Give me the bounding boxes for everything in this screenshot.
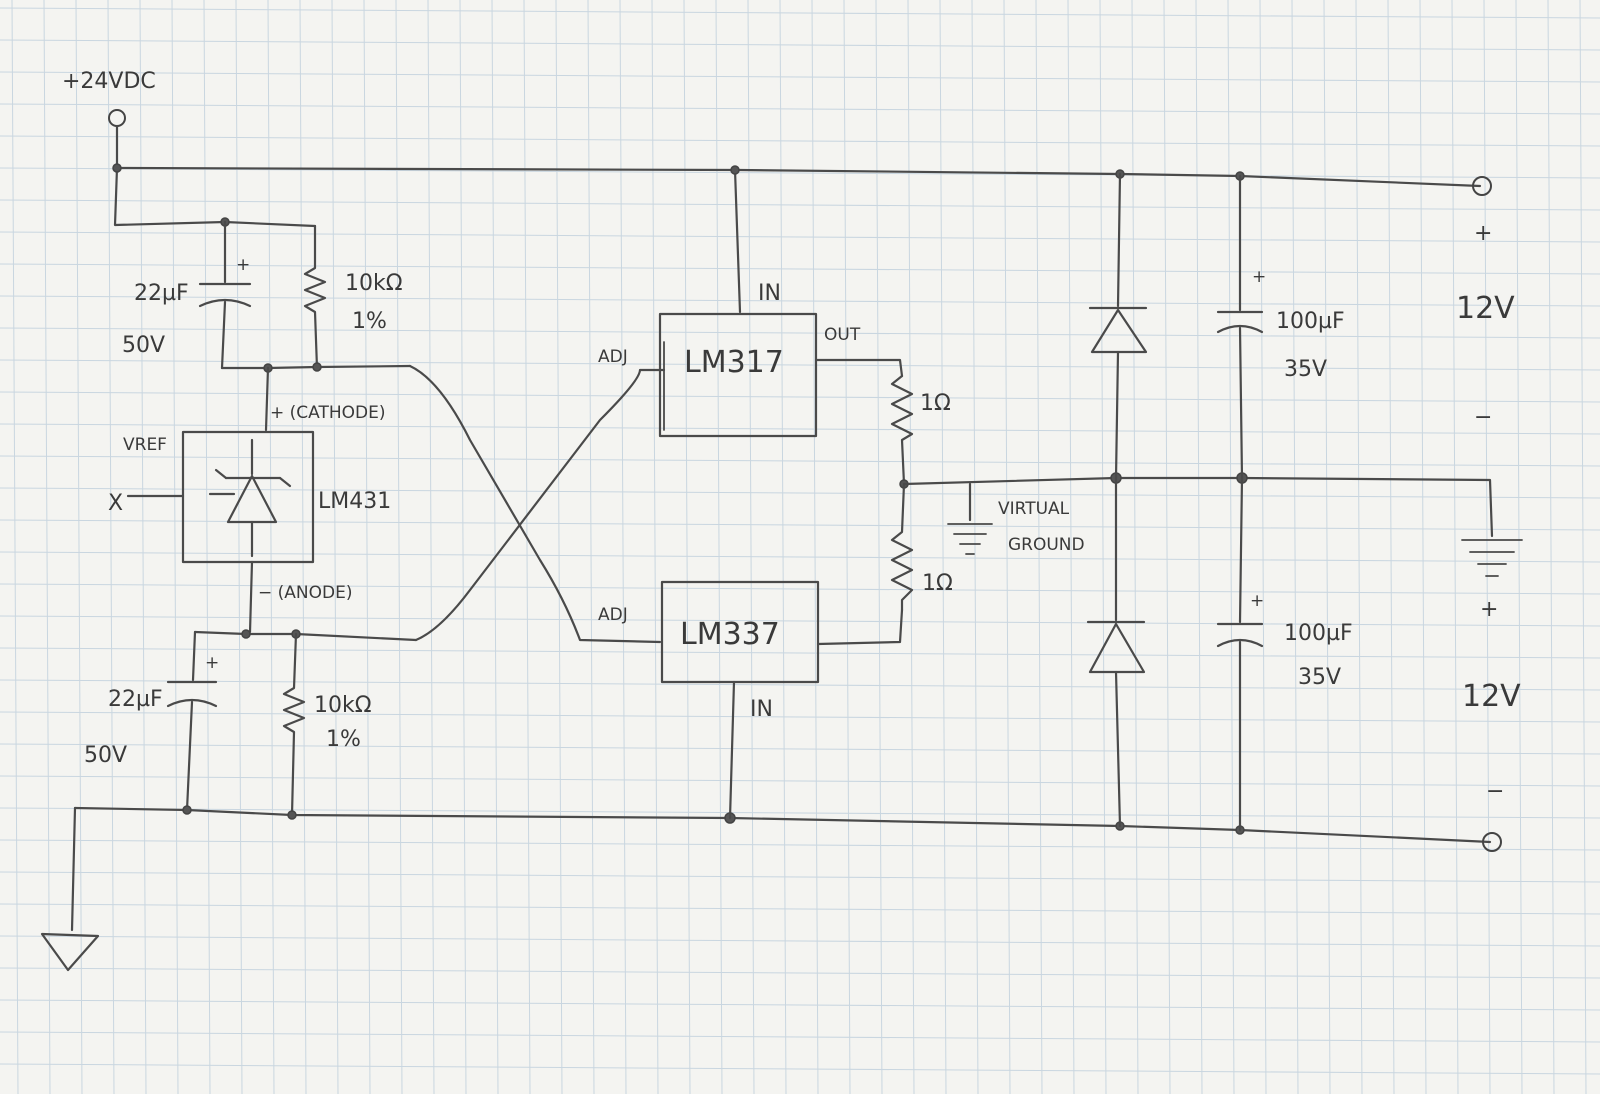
- output-bottom-labels: + 12V −: [1462, 597, 1521, 804]
- output-bottom-plus: +: [1480, 597, 1498, 622]
- c-out-bottom-value: 100µF: [1284, 621, 1353, 646]
- svg-text:+: +: [1250, 591, 1264, 611]
- svg-text:+: +: [1252, 267, 1266, 287]
- resistor-r-sense-top: 1Ω: [890, 374, 951, 486]
- virtual-ground-symbol: VIRTUAL GROUND: [947, 482, 1085, 555]
- virtual-ground-line2: GROUND: [1008, 535, 1085, 555]
- lm317-in-label: IN: [758, 281, 781, 306]
- output-top-labels: + 12V −: [1456, 221, 1515, 430]
- lm317-adj-label: ADJ: [598, 347, 628, 367]
- r-bottom-tolerance: 1%: [326, 727, 361, 752]
- r-sense-top-value: 1Ω: [920, 391, 951, 416]
- supply-terminal: [108, 109, 126, 127]
- r-sense-bottom-value: 1Ω: [922, 571, 953, 596]
- capacitor-c-bottom: + 22µF 50V: [84, 630, 219, 812]
- bottom-output-terminal: [1482, 832, 1502, 852]
- chip-lm431: + (CATHODE) VREF X LM431 − (ANODE): [108, 366, 391, 634]
- r-top-value: 10kΩ: [345, 271, 403, 296]
- output-ground-symbol: [1461, 539, 1523, 577]
- resistor-r-bottom: 10kΩ 1%: [282, 632, 372, 817]
- c-top-value: 22µF: [134, 281, 189, 306]
- output-bottom-voltage: 12V: [1462, 679, 1521, 714]
- diode-top: [1088, 169, 1148, 480]
- output-top-voltage: 12V: [1456, 291, 1515, 326]
- diode-bottom: [1086, 476, 1146, 828]
- top-rail-wire: [115, 166, 1482, 188]
- lm337-adj-label: ADJ: [598, 605, 628, 625]
- chip-lm317: IN LM317 ADJ OUT: [598, 165, 904, 438]
- resistor-r-top: 10kΩ 1%: [303, 224, 403, 370]
- c-out-bottom-voltage: 35V: [1298, 665, 1341, 690]
- lm431-nc-mark: X: [108, 491, 123, 516]
- lm431-vref-label: VREF: [123, 435, 167, 455]
- virtual-ground-line1: VIRTUAL: [998, 499, 1070, 519]
- r-bottom-value: 10kΩ: [314, 693, 372, 718]
- lm337-name: LM337: [680, 617, 780, 652]
- lm431-anode-label: − (ANODE): [258, 583, 352, 603]
- lm431-name: LM431: [318, 489, 391, 514]
- capacitor-c-out-top: + 100µF 35V: [1216, 171, 1345, 480]
- supply-label: +24VDC: [62, 69, 156, 94]
- svg-text:+: +: [205, 653, 219, 673]
- output-top-plus: +: [1474, 221, 1492, 246]
- lm431-cathode-label: + (CATHODE): [270, 403, 385, 423]
- r-top-tolerance: 1%: [352, 309, 387, 334]
- lm317-out-label: OUT: [824, 325, 861, 345]
- c-top-voltage: 50V: [122, 333, 165, 358]
- capacitor-c-out-bottom: + 100µF 35V: [1216, 476, 1353, 832]
- top-output-terminal: [1472, 176, 1492, 196]
- earth-ground-symbol: [40, 806, 100, 972]
- svg-text:+: +: [236, 255, 250, 275]
- output-bottom-minus: −: [1486, 779, 1504, 804]
- lm337-in-label: IN: [750, 697, 773, 722]
- c-out-top-value: 100µF: [1276, 309, 1345, 334]
- c-bottom-value: 22µF: [108, 687, 163, 712]
- c-out-top-voltage: 35V: [1284, 357, 1327, 382]
- supply-input: +24VDC: [62, 69, 156, 170]
- lm317-name: LM317: [684, 345, 784, 380]
- resistor-r-sense-bottom: 1Ω: [890, 482, 953, 612]
- output-top-minus: −: [1474, 405, 1492, 430]
- c-bottom-voltage: 50V: [84, 743, 127, 768]
- chip-lm337: LM337 ADJ IN: [598, 580, 904, 820]
- capacitor-c-top: + 22µF 50V: [122, 220, 252, 370]
